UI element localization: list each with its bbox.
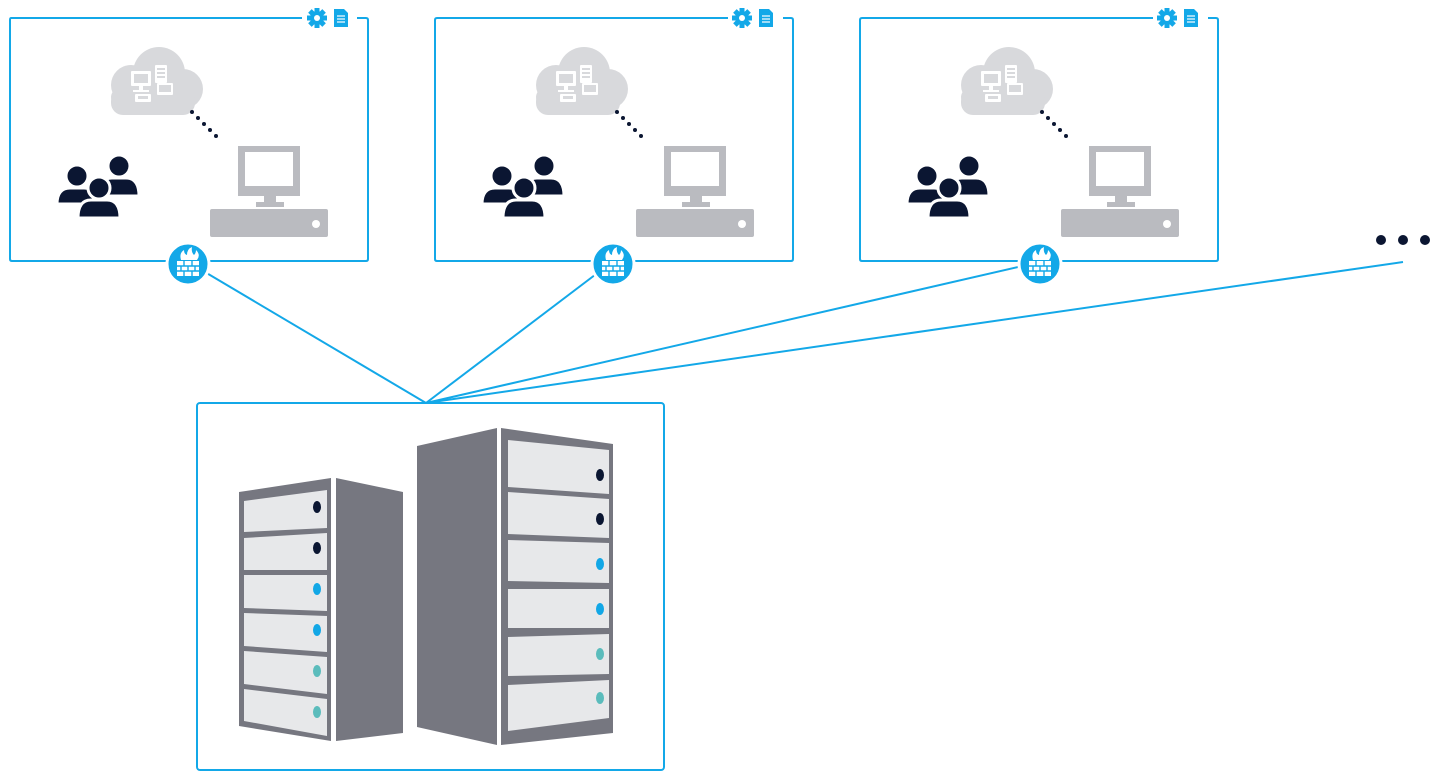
document-icon[interactable] xyxy=(758,8,774,28)
link-site-3 xyxy=(425,261,1041,404)
rack-left xyxy=(239,478,403,741)
desktop-computer-icon xyxy=(210,146,328,237)
gear-icon[interactable] xyxy=(1157,8,1177,28)
cloud-network-icon xyxy=(111,47,203,115)
link-more-sites xyxy=(425,261,1404,404)
firewall-icon[interactable] xyxy=(1017,241,1063,287)
document-icon[interactable] xyxy=(1183,8,1199,28)
dotted-connector xyxy=(615,110,643,138)
dotted-connector xyxy=(1040,110,1068,138)
users-icon xyxy=(480,153,566,220)
dotted-connector xyxy=(190,110,218,138)
site-1 xyxy=(9,8,369,287)
firewall-icon[interactable] xyxy=(165,241,211,287)
ellipsis-icon xyxy=(1376,235,1430,245)
site-3 xyxy=(859,8,1219,287)
cloud-network-icon xyxy=(536,47,628,115)
data-center xyxy=(196,402,665,771)
desktop-computer-icon xyxy=(636,146,754,237)
link-site-2 xyxy=(425,261,613,404)
desktop-computer-icon xyxy=(1061,146,1179,237)
cloud-network-icon xyxy=(961,47,1053,115)
document-icon[interactable] xyxy=(333,8,349,28)
site-2 xyxy=(434,8,794,287)
gear-icon[interactable] xyxy=(732,8,752,28)
rack-right xyxy=(417,428,613,745)
users-icon xyxy=(55,153,141,220)
firewall-icon[interactable] xyxy=(590,241,636,287)
connection-lines xyxy=(187,261,1404,404)
gear-icon[interactable] xyxy=(307,8,327,28)
link-site-1 xyxy=(187,261,427,404)
users-icon xyxy=(905,153,991,220)
